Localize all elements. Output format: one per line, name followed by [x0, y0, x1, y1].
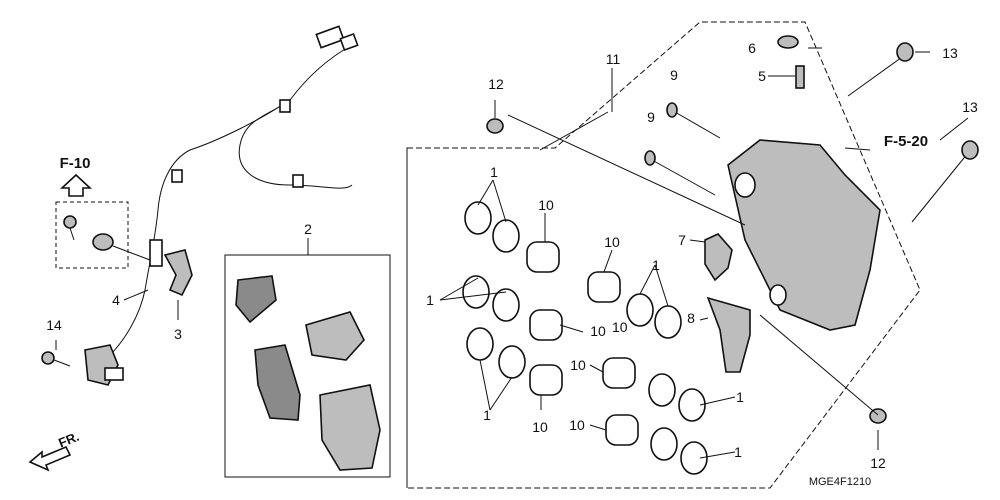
label-2: 2 — [304, 221, 312, 237]
label-10-e: 10 — [532, 419, 548, 435]
label-10-d: 10 — [570, 357, 586, 373]
label-10-c: 10 — [590, 323, 606, 339]
caliper-bolts — [644, 42, 979, 223]
caliper-pistons — [526, 241, 639, 446]
part-number-labels: 1 1 1 1 1 1 2 3 4 5 6 7 8 9 9 10 10 10 1… — [46, 40, 978, 471]
label-13-lower: 13 — [962, 99, 978, 115]
f-5-20-ref-label: F-5-20 — [884, 133, 928, 150]
label-12-upper: 12 — [488, 76, 504, 92]
label-13-upper: 13 — [942, 45, 958, 61]
label-12-lower: 12 — [870, 455, 886, 471]
brake-pad-set — [224, 238, 391, 478]
label-9-upper: 9 — [670, 67, 678, 83]
bleeder-valve — [795, 65, 805, 89]
label-8: 8 — [687, 310, 695, 326]
label-11: 11 — [606, 51, 621, 67]
label-10-a: 10 — [538, 197, 554, 213]
label-1-upper-right: 1 — [652, 257, 660, 273]
front-arrow-icon — [28, 445, 72, 472]
caliper-body — [727, 139, 881, 331]
label-1-lower-right: 1 — [734, 444, 742, 460]
label-3: 3 — [174, 326, 182, 342]
speed-sensor — [84, 344, 124, 386]
rubber-caps — [486, 118, 887, 424]
label-1-mid-right: 1 — [736, 389, 744, 405]
bleeder-cap — [777, 35, 799, 49]
label-14: 14 — [46, 317, 62, 333]
sensor-clamp — [163, 249, 193, 297]
label-6: 6 — [748, 40, 756, 56]
pad-spring — [704, 233, 733, 282]
label-10-g: 10 — [612, 319, 628, 335]
label-10-b: 10 — [604, 234, 620, 250]
label-9-lower: 9 — [647, 109, 655, 125]
label-1-mid-left: 1 — [426, 292, 434, 308]
pad-retainer — [706, 296, 751, 373]
label-4: 4 — [112, 292, 120, 308]
sensor-bolt — [41, 351, 71, 367]
caliper-seal-rings — [462, 201, 708, 475]
f10-reference: F-10 — [55, 155, 151, 269]
label-1-upper-left: 1 — [490, 164, 498, 180]
label-1-lower-left: 1 — [483, 407, 491, 423]
front-direction-indicator: FR. — [28, 429, 81, 472]
label-5: 5 — [758, 68, 766, 84]
diagram-code: MGE4F1210 — [809, 476, 871, 488]
caliper-assembly-outline — [406, 21, 921, 489]
wheel-speed-sensor-cable — [109, 25, 359, 356]
label-10-f: 10 — [569, 417, 585, 433]
leader-lines — [55, 47, 969, 459]
label-7: 7 — [678, 232, 686, 248]
f10-ref-label: F-10 — [60, 155, 91, 172]
fr-label: FR. — [56, 429, 81, 451]
